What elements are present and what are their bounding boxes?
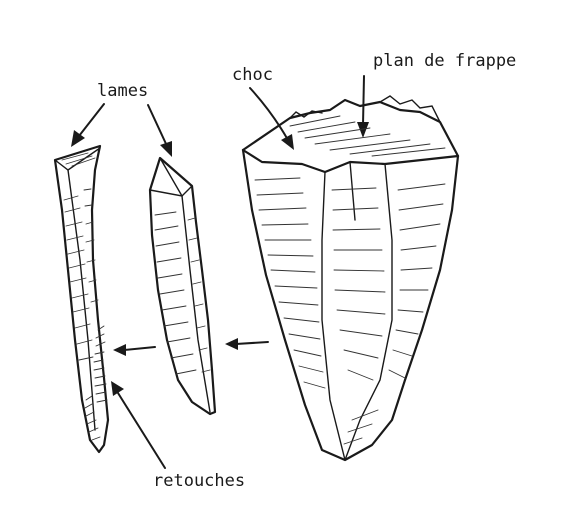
arrow-plan-de-frappe [357, 75, 369, 138]
label-choc: choc [232, 65, 273, 85]
arrow-lames-left [71, 103, 105, 147]
arrow-blade-removal-right [225, 338, 269, 350]
core-nucleus [241, 95, 460, 462]
label-retouches: retouches [153, 471, 245, 491]
label-plan-de-frappe: plan de frappe [373, 51, 516, 71]
arrow-lames-right [147, 104, 172, 157]
blade-retouched [53, 144, 110, 454]
blade-plain [148, 156, 217, 416]
arrow-blade-removal-left [113, 344, 156, 356]
arrow-choc [249, 87, 294, 150]
label-lames: lames [97, 81, 148, 101]
arrow-retouches [111, 381, 166, 469]
